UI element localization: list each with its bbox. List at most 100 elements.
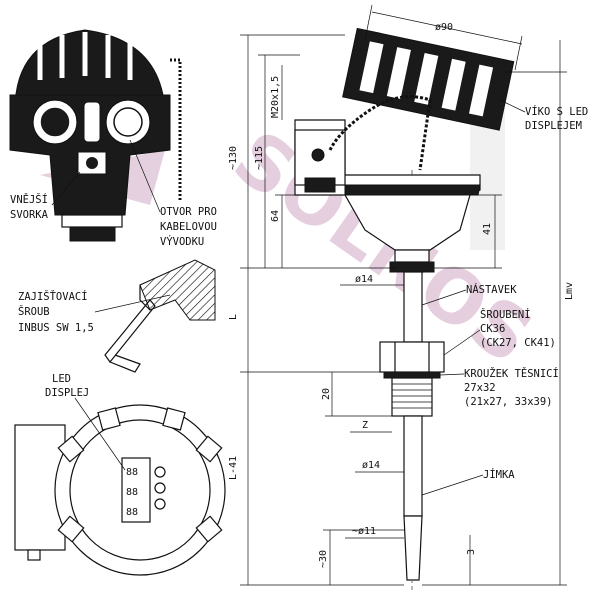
screw-detail-edge	[139, 285, 151, 311]
top-view-foot	[27, 549, 41, 561]
cover-slot-4	[441, 58, 466, 111]
dim-d14a: ø14	[355, 274, 373, 285]
sealing-ring	[383, 371, 441, 379]
dim-l1: L-41	[228, 456, 239, 480]
side-terminal	[304, 177, 336, 193]
top-view-rib-3	[162, 407, 186, 431]
led-display-window	[121, 457, 151, 523]
display-button-3-icon	[154, 498, 166, 510]
sensor-side-view	[294, 27, 515, 590]
label-nastavek: NÁSTAVEK	[466, 283, 517, 296]
cover-slot-2	[386, 47, 411, 99]
label-kruzek-1: KROUŽEK TĚSNICÍ	[464, 367, 559, 380]
dim-h115: ~115	[254, 146, 265, 170]
dim-h64: 64	[270, 210, 281, 222]
neck-nut	[389, 261, 435, 273]
top-view-rib-1	[57, 435, 85, 463]
dim-l: L	[228, 314, 239, 320]
tilted-cover	[342, 27, 515, 131]
dim-d90: ø90	[435, 22, 453, 33]
locking-screw-detail: ZAJIŠŤOVACÍ ŠROUB INBUS SW 1,5	[18, 259, 216, 373]
leader-sroubeni	[443, 329, 481, 356]
label-led-displej-1: LED	[52, 373, 71, 385]
label-sroubeni-1: ŠROUBENÍ	[480, 308, 531, 321]
side-labels: VÍKO S LED DISPLEJEM NÁSTAVEK ŠROUBENÍ C…	[421, 99, 588, 496]
cover-slot-5	[469, 64, 494, 117]
dim-lmv: Lmv	[564, 282, 575, 300]
head-top-view: 88 88 88 LED DISPLEJ	[14, 373, 226, 576]
cover-slot-3	[414, 52, 439, 105]
label-kruzek-3: (21x27, 33x39)	[464, 396, 553, 408]
display-digit-2: 88	[126, 487, 138, 498]
dim-h30: ~30	[318, 550, 329, 568]
leader-viko	[499, 99, 526, 113]
dim-h130: ~130	[228, 146, 239, 170]
dim-line-d90	[371, 11, 523, 45]
ext-d90-left	[364, 4, 373, 41]
screw-detail-section	[139, 259, 216, 321]
dim-h3: 3	[466, 549, 477, 555]
dim-d11: ~ø11	[352, 526, 376, 537]
extension-tube	[403, 271, 423, 343]
display-button-1-icon	[154, 466, 166, 478]
head-nut	[69, 226, 116, 242]
label-sroubeni-2: CK36	[480, 323, 505, 335]
label-jimka: JÍMKA	[483, 468, 515, 481]
label-zajistovaci-1: ZAJIŠŤOVACÍ	[18, 290, 88, 303]
hex-key-bend	[109, 354, 141, 373]
terminal-screw-icon	[311, 148, 325, 162]
display-button-2-icon	[154, 482, 166, 494]
leader-zajistovaci	[94, 294, 171, 313]
dim-z: Z	[362, 420, 368, 431]
thermowell-tip	[403, 515, 423, 581]
leader-kruzek	[439, 373, 465, 376]
display-digit-3: 88	[126, 507, 138, 518]
label-zajistovaci-3: INBUS SW 1,5	[18, 322, 94, 334]
label-viko-2: DISPLEJEM	[525, 120, 582, 132]
label-otvor-3: VÝVODKU	[160, 235, 204, 248]
neck-top	[394, 249, 430, 263]
thread-lines	[392, 383, 432, 409]
display-digit-1: 88	[126, 467, 138, 478]
label-zajistovaci-2: ŠROUB	[18, 305, 50, 318]
top-view-rib-2	[97, 407, 121, 431]
cover-ribs	[37, 32, 133, 80]
ground-screw-icon	[86, 157, 98, 169]
label-kruzek-2: 27x32	[464, 382, 496, 394]
label-vnejsi-svorka-1: VNĚJŠÍ	[10, 193, 48, 206]
hex-key	[104, 299, 156, 363]
top-view-rib-5	[195, 515, 223, 543]
label-vnejsi-svorka-2: SVORKA	[10, 209, 49, 221]
housing-band	[344, 184, 481, 196]
dim-h20: 20	[321, 388, 332, 400]
label-viko-1: VÍKO S LED	[525, 105, 588, 118]
dim-h41: 41	[482, 223, 493, 235]
top-view-rib-6	[57, 515, 85, 543]
leader-svorka	[51, 171, 81, 206]
hex-fitting	[379, 341, 445, 373]
label-sroubeni-3: (CK27, CK41)	[480, 337, 556, 349]
label-otvor-2: KABELOVOU	[160, 221, 217, 233]
ext-d90-right	[514, 35, 523, 71]
front-view-labels: VNĚJŠÍ SVORKA OTVOR PRO KABELOVOU VÝVODK…	[10, 139, 217, 248]
cable-gland-inner-left	[39, 106, 71, 138]
leader-otvor	[129, 139, 161, 213]
center-lug	[83, 101, 101, 143]
leader-jimka	[421, 474, 484, 496]
side-dimensions: ø90 ~130 L L-41 ~115 64 M20x1,5 41 Lmv ø…	[228, 4, 575, 586]
head-front-view	[9, 29, 182, 242]
chain-wire	[170, 58, 182, 200]
leader-led-displej	[74, 397, 126, 471]
leader-nastavek	[421, 289, 467, 306]
dim-m20: M20x1,5	[270, 76, 281, 118]
label-otvor-1: OTVOR PRO	[160, 206, 217, 218]
label-led-displej-2: DISPLEJ	[45, 387, 89, 399]
cable-gland-inner-right	[113, 107, 143, 137]
cover-slot-1	[359, 41, 384, 94]
thermowell	[403, 415, 423, 517]
head-neck	[61, 214, 123, 228]
dim-d14b: ø14	[362, 460, 380, 471]
cover-chain	[328, 95, 432, 171]
